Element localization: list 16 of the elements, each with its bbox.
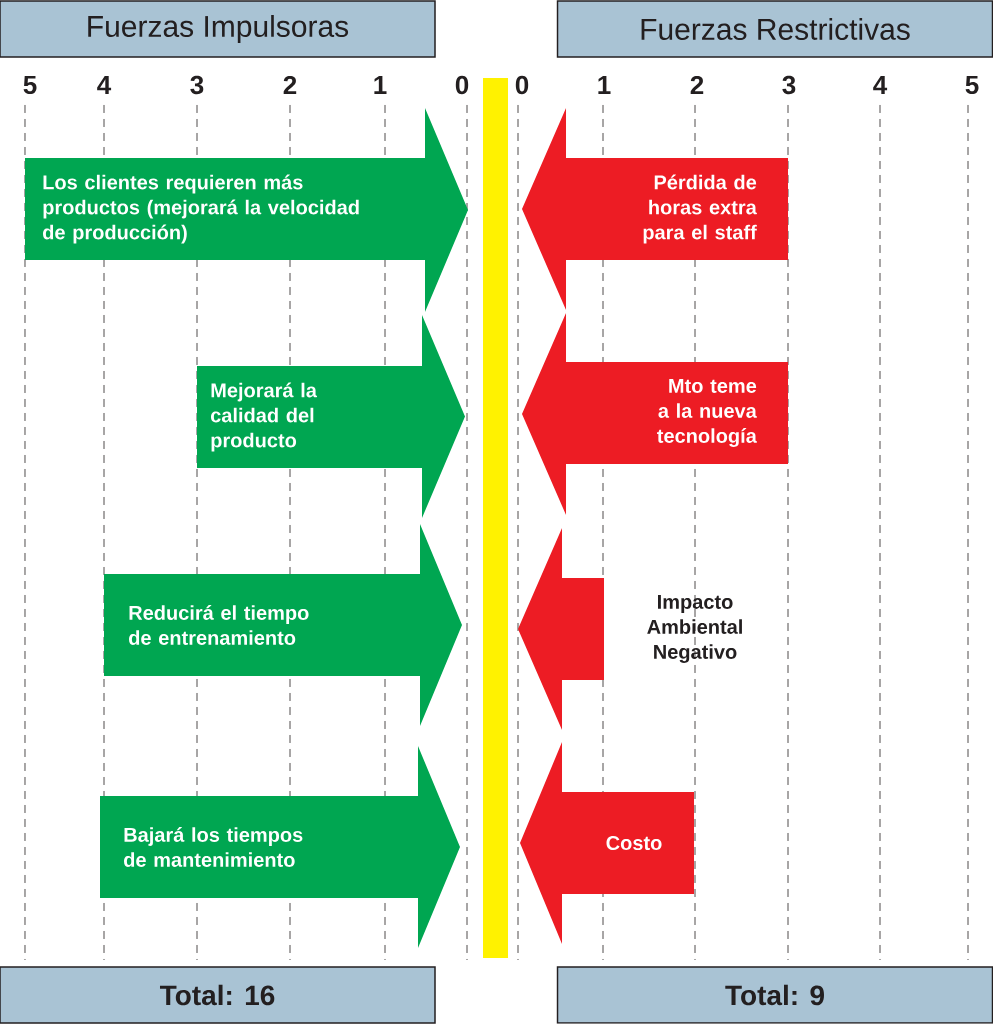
scale-number: 2 xyxy=(283,75,297,95)
scale-number: 0 xyxy=(455,75,469,95)
center-bar xyxy=(483,78,508,958)
scale-number: 5 xyxy=(23,75,37,95)
total-box: Total: 16 xyxy=(0,966,436,1024)
scale-number: 3 xyxy=(190,75,204,95)
scale-number: 1 xyxy=(598,76,611,94)
header-box: Fuerzas Restrictivas xyxy=(556,0,993,58)
scale-number: 2 xyxy=(690,75,704,95)
scale-number: 3 xyxy=(782,75,796,95)
total-box: Total: 9 xyxy=(556,966,993,1024)
scale-number: 1 xyxy=(374,76,387,94)
node-label: Impacto Ambiental Negativo xyxy=(647,595,742,663)
header-box: Fuerzas Impulsoras xyxy=(0,0,436,58)
scale-number: 4 xyxy=(97,76,112,94)
scale-number: 0 xyxy=(515,75,529,95)
